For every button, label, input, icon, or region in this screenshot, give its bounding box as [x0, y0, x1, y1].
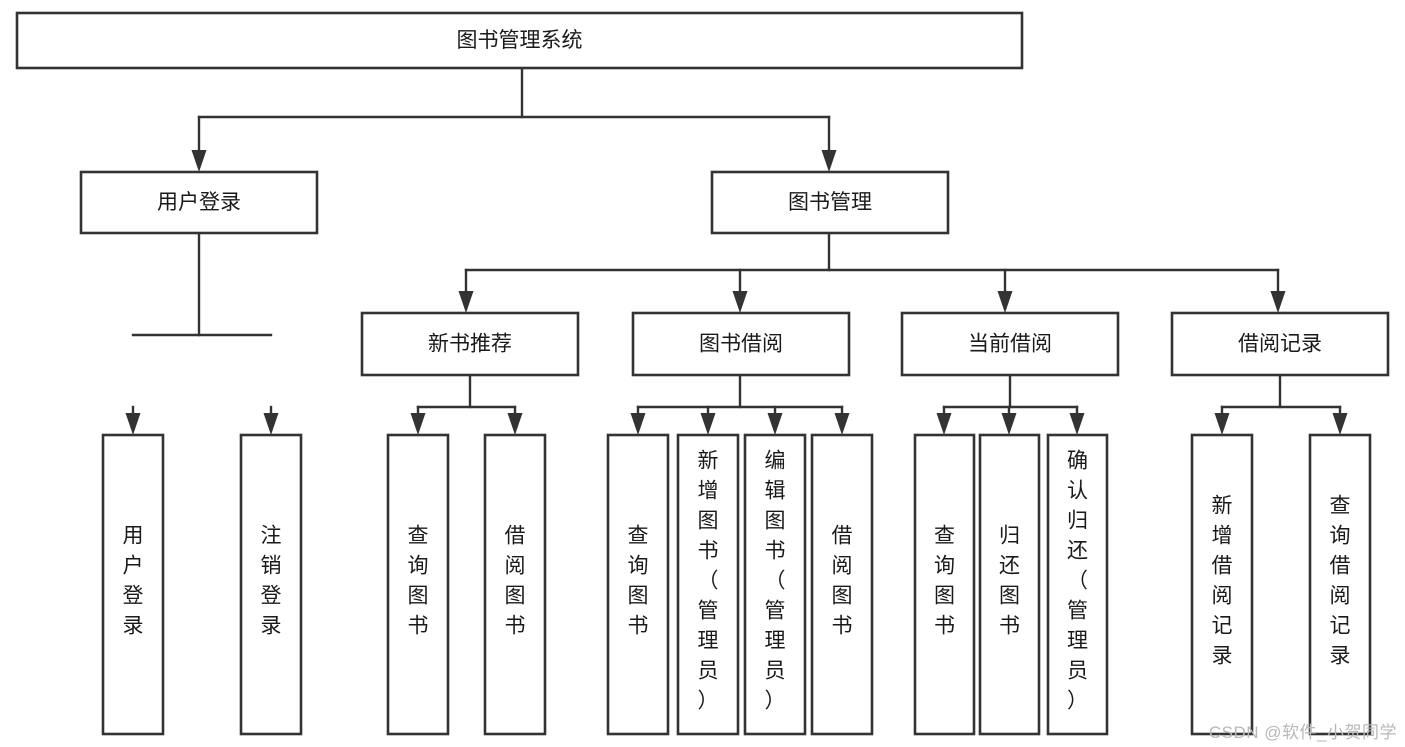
- node-leaf-user-login-box[interactable]: [101, 433, 165, 736]
- node-leaf-return-book[interactable]: 归还图书: [978, 433, 1041, 736]
- node-book-management-box[interactable]: [710, 170, 950, 235]
- node-book-borrow-box[interactable]: [631, 311, 851, 377]
- node-leaf-add-book-admin-box[interactable]: [676, 433, 740, 736]
- leaf-arrow-12-head: [1332, 413, 1348, 435]
- node-book-management[interactable]: 图书管理: [710, 170, 950, 235]
- node-leaf-borrow-book-recommend-box[interactable]: [483, 433, 547, 736]
- node-borrow-record-box[interactable]: [1170, 311, 1390, 377]
- leaf-arrow-7-head: [834, 413, 850, 435]
- node-leaf-add-borrow-record-label: 新增借阅记录: [1212, 495, 1233, 668]
- level3-arrow-3-head: [1270, 291, 1286, 313]
- node-leaf-confirm-return-admin-box[interactable]: [1046, 433, 1109, 736]
- node-leaf-query-book-current-box[interactable]: [913, 433, 976, 736]
- node-root-label: 图书管理系统: [457, 29, 583, 52]
- connectors-layer: [125, 66, 1348, 435]
- node-leaf-edit-book-admin[interactable]: 编辑图书（管理员）: [743, 433, 807, 736]
- node-leaf-confirm-return-admin[interactable]: 确认归还（管理员）: [1046, 433, 1109, 736]
- node-book-borrow-label: 图书借阅: [699, 333, 783, 356]
- node-leaf-borrow-book-box[interactable]: [810, 433, 874, 736]
- node-leaf-logout-label: 注销登录: [261, 525, 282, 638]
- node-leaf-borrow-book-recommend[interactable]: 借阅图书: [483, 433, 547, 736]
- leaf-arrow-3-head: [507, 413, 523, 435]
- node-leaf-edit-book-admin-label: 编辑图书（管理员）: [765, 450, 786, 713]
- node-leaf-add-borrow-record-box[interactable]: [1190, 433, 1254, 736]
- node-leaf-add-borrow-record[interactable]: 新增借阅记录: [1190, 433, 1254, 736]
- node-user-login-label: 用户登录: [157, 191, 241, 214]
- node-leaf-logout[interactable]: 注销登录: [239, 433, 303, 736]
- node-leaf-confirm-return-admin-label: 确认归还（管理员）: [1067, 450, 1088, 713]
- node-leaf-add-book-admin-label: 新增图书（管理员）: [698, 450, 719, 713]
- node-new-book-recommend-box[interactable]: [360, 311, 580, 377]
- node-leaf-user-login[interactable]: 用户登录: [101, 433, 165, 736]
- node-leaf-return-book-label: 归还图书: [999, 525, 1020, 638]
- node-leaf-query-book-current-label: 查询图书: [934, 525, 955, 638]
- node-current-borrow-label: 当前借阅: [968, 333, 1052, 356]
- node-leaf-return-book-box[interactable]: [978, 433, 1041, 736]
- leaf-arrow-5-head: [700, 413, 716, 435]
- node-leaf-query-book-borrow-box[interactable]: [606, 433, 670, 736]
- node-user-login-box[interactable]: [79, 170, 319, 235]
- node-leaf-query-book-borrow-label: 查询图书: [628, 525, 649, 638]
- node-book-management-label: 图书管理: [788, 191, 872, 214]
- node-new-book-recommend-label: 新书推荐: [428, 333, 512, 356]
- node-current-borrow[interactable]: 当前借阅: [900, 311, 1120, 377]
- node-leaf-borrow-book-recommend-label: 借阅图书: [505, 525, 526, 638]
- leaf-arrow-1-head: [263, 413, 279, 435]
- leaf-arrow-9-head: [1001, 413, 1017, 435]
- node-leaf-query-borrow-record[interactable]: 查询借阅记录: [1308, 433, 1372, 736]
- node-leaf-query-book-current[interactable]: 查询图书: [913, 433, 976, 736]
- node-leaf-borrow-book[interactable]: 借阅图书: [810, 433, 874, 736]
- node-leaf-user-login-label: 用户登录: [123, 525, 144, 638]
- node-user-login[interactable]: 用户登录: [79, 170, 319, 235]
- node-leaf-add-book-admin[interactable]: 新增图书（管理员）: [676, 433, 740, 736]
- node-current-borrow-box[interactable]: [900, 311, 1120, 377]
- node-borrow-record-label: 借阅记录: [1238, 333, 1322, 356]
- leaf-arrow-0-head: [125, 413, 141, 435]
- leaf-arrow-10-head: [1069, 413, 1085, 435]
- node-leaf-query-book-borrow[interactable]: 查询图书: [606, 433, 670, 736]
- node-root-box[interactable]: [15, 11, 1024, 70]
- node-borrow-record[interactable]: 借阅记录: [1170, 311, 1390, 377]
- nodes-layer: 图书管理系统用户登录图书管理新书推荐图书借阅当前借阅借阅记录用户登录注销登录查询…: [15, 11, 1390, 736]
- node-leaf-query-book-recommend[interactable]: 查询图书: [386, 433, 450, 736]
- node-leaf-edit-book-admin-box[interactable]: [743, 433, 807, 736]
- level3-arrow-2-head: [997, 291, 1013, 313]
- node-leaf-query-borrow-record-box[interactable]: [1308, 433, 1372, 736]
- node-leaf-logout-box[interactable]: [239, 433, 303, 736]
- level3-arrow-1-head: [732, 291, 748, 313]
- leaf-arrow-4-head: [630, 413, 646, 435]
- node-book-borrow[interactable]: 图书借阅: [631, 311, 851, 377]
- leaf-arrow-11-head: [1214, 413, 1230, 435]
- leaf-arrow-6-head: [767, 413, 783, 435]
- node-leaf-query-book-recommend-label: 查询图书: [408, 525, 429, 638]
- node-leaf-query-borrow-record-label: 查询借阅记录: [1330, 495, 1351, 668]
- level3-arrow-0-head: [458, 291, 474, 313]
- node-new-book-recommend[interactable]: 新书推荐: [360, 311, 580, 377]
- node-leaf-query-book-recommend-box[interactable]: [386, 433, 450, 736]
- node-leaf-borrow-book-label: 借阅图书: [832, 525, 853, 638]
- node-root[interactable]: 图书管理系统: [15, 11, 1024, 70]
- leaf-arrow-2-head: [410, 413, 426, 435]
- leaf-arrow-8-head: [936, 413, 952, 435]
- watermark-text: CSDN @软件_小贺同学: [1208, 723, 1397, 742]
- level2-arrow-1-head: [821, 150, 837, 172]
- level2-arrow-0-head: [191, 150, 207, 172]
